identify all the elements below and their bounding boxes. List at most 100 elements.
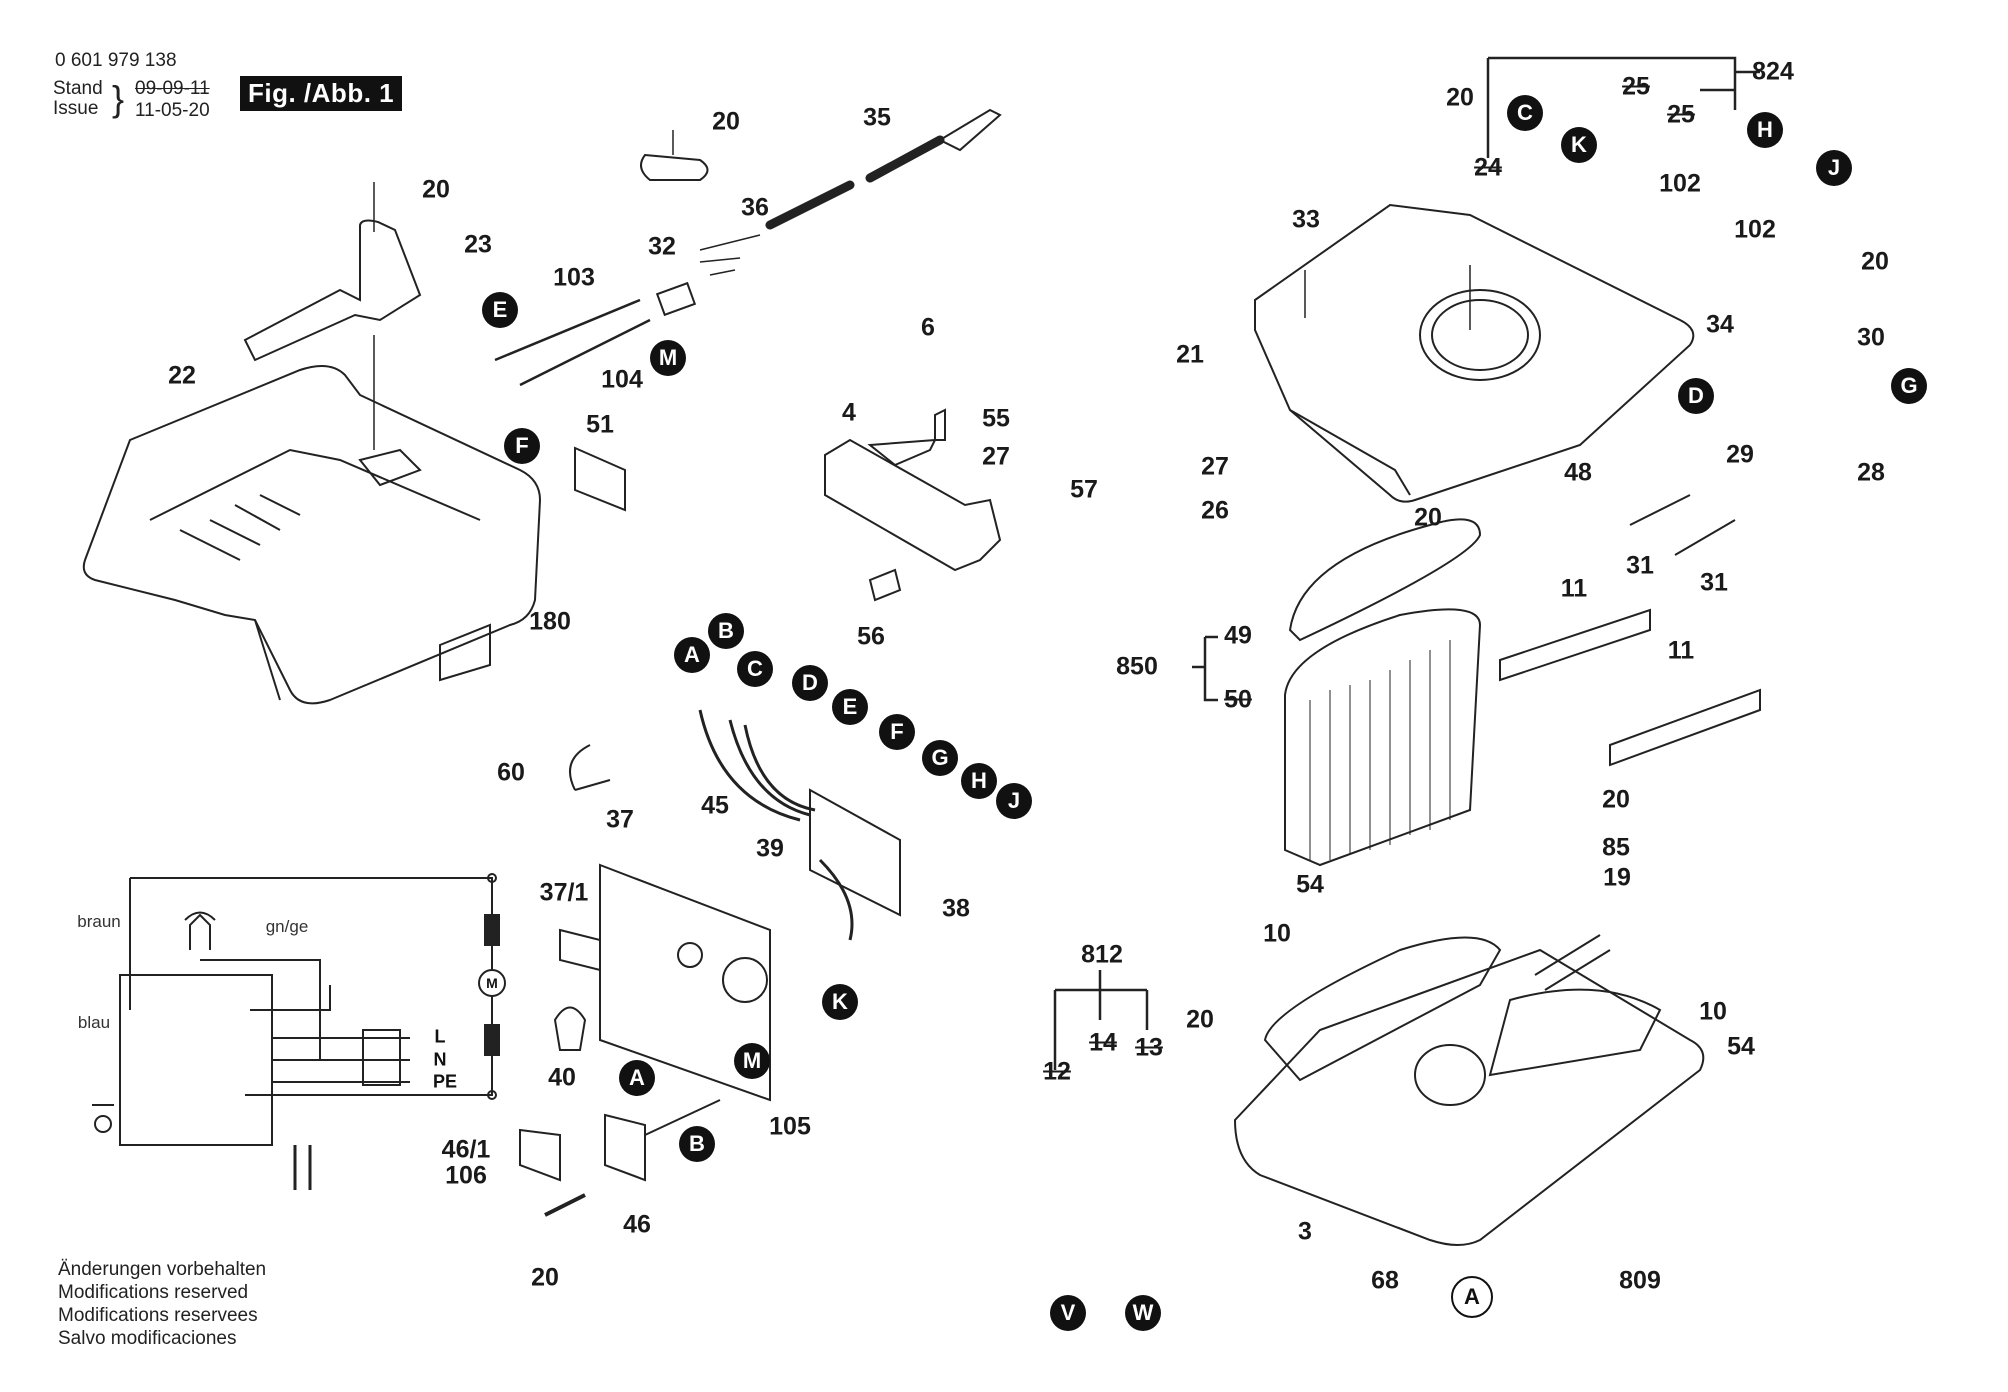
connector-marker: M [650,340,686,376]
part-label: 36 [741,193,769,222]
part-label: 809 [1619,1266,1661,1295]
part-label: 824 [1752,57,1794,86]
connector-marker: K [1561,127,1597,163]
part-label: 46 [623,1210,651,1239]
part-label: 29 [1726,440,1754,469]
connector-marker: G [1891,368,1927,404]
power-cable-35 [699,108,1002,276]
reference-marker: A [1451,1276,1493,1318]
connector-marker: B [708,613,744,649]
part-label: 10 [1263,919,1291,948]
wiring-schematic [92,873,506,1190]
part-label: 102 [1734,215,1776,244]
part-label: 60 [497,758,525,787]
modification-notes: Änderungen vorbehalten Modifications res… [58,1258,266,1350]
connector-marker: F [504,428,540,464]
part-label: 51 [586,410,614,439]
part-label: 31 [1700,568,1728,597]
part-label: 20 [1446,83,1474,112]
connector-marker: D [792,665,828,701]
part-label-obsolete: 12 [1043,1057,1071,1086]
connector-marker: V [1050,1295,1086,1331]
part-label-obsolete: 25 [1622,72,1650,101]
connector-marker: E [482,292,518,328]
connector-marker: K [822,984,858,1020]
motor-housing-part-21 [1254,203,1695,503]
part-label: 4 [842,398,856,427]
part-label: 57 [1070,475,1098,504]
part-label: 10 [1699,997,1727,1026]
part-label: 32 [648,232,676,261]
part-label: 85 [1602,833,1630,862]
part-label: 20 [531,1263,559,1292]
connector-marker: M [734,1043,770,1079]
terminal-label-n: N [433,1049,447,1070]
part-label-obsolete: 50 [1224,685,1252,714]
connector-marker: J [1816,150,1852,186]
brace: } [112,78,125,119]
part-label: 31 [1626,551,1654,580]
part-label: 37 [606,805,634,834]
part-label: 20 [1861,247,1889,276]
filter-part-50 [1284,518,1482,867]
part-label: 39 [756,834,784,863]
part-label: 20 [422,175,450,204]
part-label: 19 [1603,863,1631,892]
part-label: 23 [464,230,492,259]
connector-marker: C [737,651,773,687]
part-label: 20 [1602,785,1630,814]
part-label: 56 [857,622,885,651]
part-label-obsolete: 25 [1667,100,1695,129]
part-label: 20 [1414,503,1442,532]
connector-marker: E [832,689,868,725]
part-label: 40 [548,1063,576,1092]
connector-marker: A [674,637,710,673]
part-label: 54 [1727,1032,1755,1061]
part-label: 27 [1201,452,1229,481]
part-label: 22 [168,361,196,390]
cover-part-22 [82,365,542,705]
handle-part-23 [243,219,422,362]
wire-label-blau: blau [77,1013,111,1032]
terminal-label-pe: PE [432,1071,458,1092]
part-label: 34 [1706,310,1734,339]
note-line: Änderungen vorbehalten [58,1259,267,1280]
terminal-label-l: L [434,1026,446,1047]
connector-marker: H [1747,112,1783,148]
circuit-board-part-38 [698,709,901,941]
assembly-brackets [1053,56,1760,1070]
motor-symbol-m: M [486,975,498,991]
terminal-block-32 [494,281,697,387]
part-label: 3 [1298,1217,1312,1246]
part-label: 20 [1186,1005,1214,1034]
container-base-part-3 [1233,936,1705,1246]
part-label: 180 [529,607,571,636]
part-label-obsolete: 24 [1474,153,1502,182]
part-label: 54 [1296,870,1324,899]
part-label: 45 [701,791,729,820]
connector-marker: F [879,714,915,750]
part-label: 37/1 [539,878,589,907]
part-label: 104 [601,365,643,394]
part-label: 103 [553,263,595,292]
part-label: 11 [1560,574,1588,603]
panel-part-37 [559,863,771,1102]
connector-marker: D [1678,378,1714,414]
part-label: 850 [1116,652,1158,681]
connector-marker: C [1507,95,1543,131]
part-label: 21 [1176,340,1204,369]
part-label-obsolete: 14 [1089,1028,1117,1057]
note-line: Salvo modificaciones [58,1328,237,1349]
part-label-obsolete: 13 [1135,1033,1163,1062]
part-label: 11 [1667,636,1695,665]
wire-label-gnge: gn/ge [265,917,309,936]
note-line: Modifications reserved [58,1282,249,1303]
part-label: 55 [982,404,1010,433]
part-label: 26 [1201,496,1229,525]
part-label: 20 [712,107,740,136]
switch-part-46 [519,1099,721,1217]
issue-label: Issue [53,98,99,119]
part-label: 33 [1292,205,1320,234]
part-label: 35 [863,103,891,132]
